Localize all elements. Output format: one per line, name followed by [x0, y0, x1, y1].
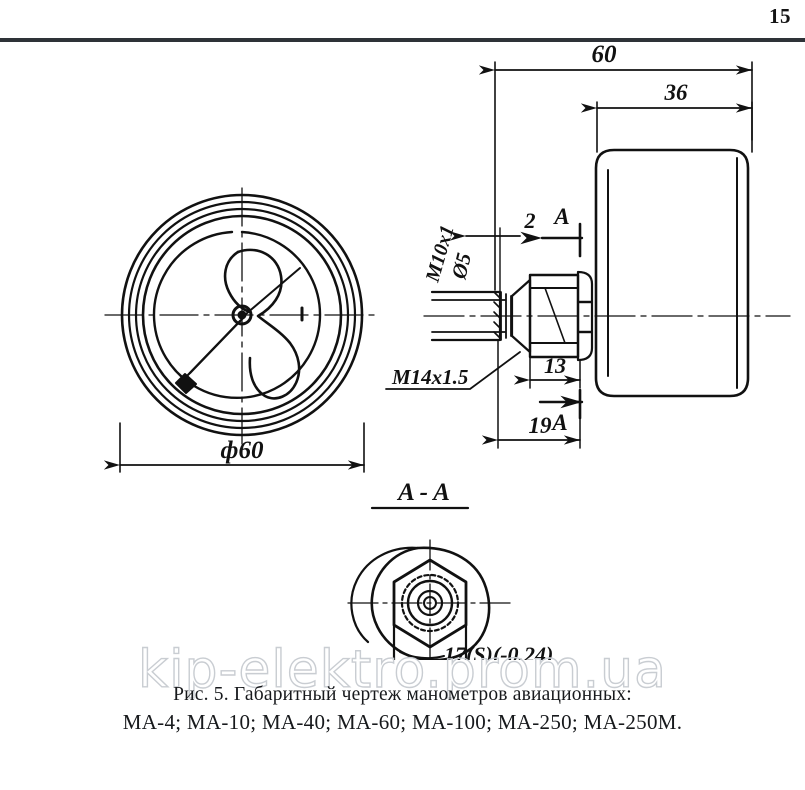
- header-rule: [0, 38, 805, 42]
- gauge-body-outline: [594, 148, 750, 398]
- thread-hatching: [493, 291, 501, 339]
- section-aa-group: A - A: [347, 479, 553, 660]
- side-view-group: 60 36: [385, 41, 791, 449]
- dial-cutout-shape: [236, 248, 301, 400]
- side-length-label: 60: [592, 41, 618, 68]
- section-body-lower-arc: [399, 651, 445, 660]
- collar-mid: [576, 300, 594, 334]
- collar-top: [576, 270, 594, 304]
- body-bounds-helper: [600, 152, 744, 395]
- technical-drawing-figure: ф60 60 36: [0, 40, 805, 660]
- dial-face-circle: [152, 230, 322, 400]
- thread-main-label: M14x1.5: [391, 365, 468, 389]
- dial-cutout-shape-left: [223, 250, 252, 314]
- section-marker-bottom-label: A: [550, 410, 567, 435]
- figure-caption: Рис. 5. Габаритный чертеж манометров ави…: [0, 682, 805, 736]
- side-body-length-label: 36: [664, 80, 689, 105]
- needle-tail: [245, 267, 301, 315]
- across-flats-label: 17(S)(-0.24): [444, 642, 553, 660]
- section-marker-top-label: A: [552, 204, 569, 229]
- front-view-group: ф60: [103, 187, 380, 473]
- thread-length-label: 19: [529, 413, 553, 438]
- needle-tip: [175, 373, 197, 394]
- collar-bottom: [576, 330, 594, 362]
- section-body-outline: [370, 546, 491, 660]
- bore-diameter-label: Ø5: [446, 250, 476, 282]
- caption-line-2: МА-4; МА-10; МА-40; МА-60; МА-100; МА-25…: [122, 710, 683, 734]
- stem-offset-label: 2: [524, 208, 536, 233]
- drawing-canvas: ф60 60 36: [103, 41, 791, 660]
- section-body-outline-left: [350, 546, 420, 644]
- hex-skirt-lines: [392, 623, 468, 660]
- hex-nut-flat-lines: [529, 287, 579, 344]
- thread-leader-line: [385, 351, 521, 390]
- section-title-label: A - A: [396, 479, 450, 506]
- caption-line-1: Рис. 5. Габаритный чертеж манометров ави…: [173, 684, 632, 705]
- front-diameter-label: ф60: [221, 437, 264, 464]
- hex-width-label: 13: [544, 353, 566, 378]
- needle-edge-b: [184, 319, 242, 379]
- page-number: 15: [769, 4, 791, 28]
